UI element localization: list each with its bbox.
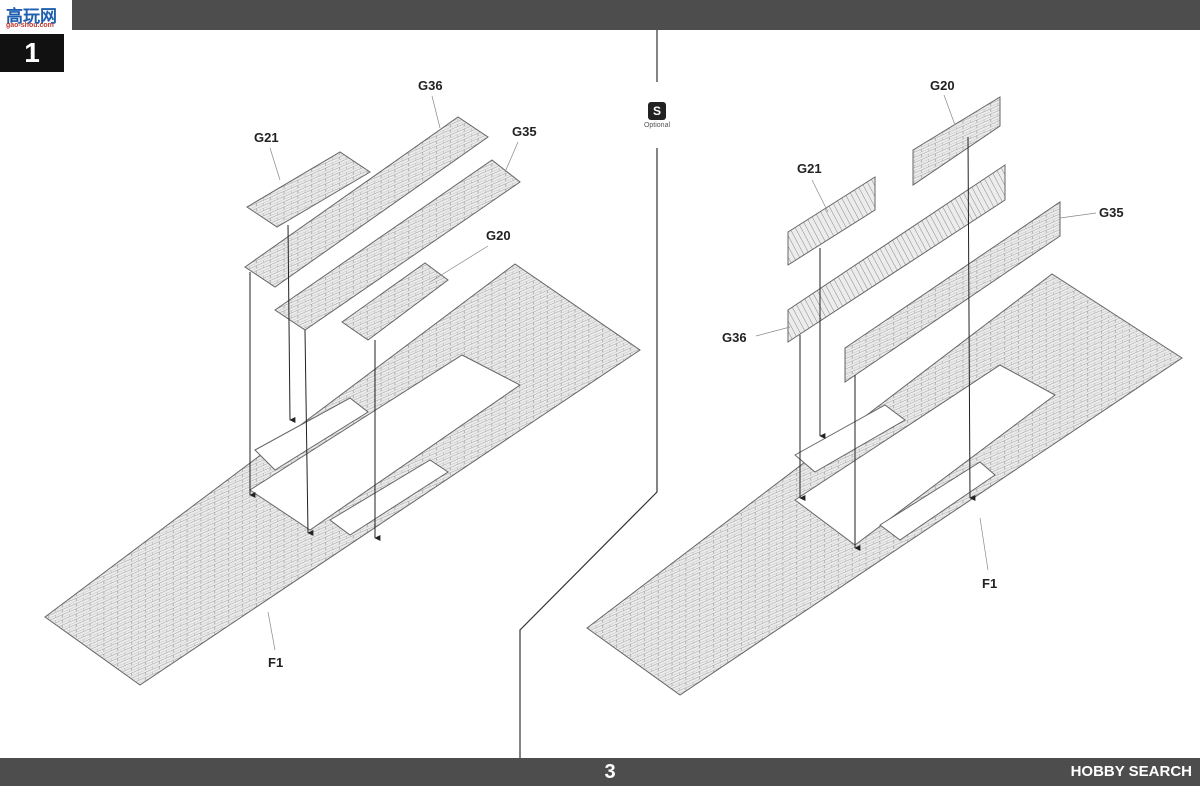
left-label-g21: G21 [254,130,279,145]
right-part-g36 [787,164,1006,343]
left-leader-g36 [431,95,441,129]
right-label-g20: G20 [930,78,955,93]
logo-url: gao-shou.com [6,22,54,29]
right-label-g35: G35 [1099,205,1124,220]
right-leader-g21 [811,179,829,213]
left-label-g35: G35 [512,124,537,139]
hobby-search-watermark: HOBBY SEARCH [1070,763,1192,780]
right-leader-f1 [979,517,989,571]
left-deck-opening-small [254,397,369,471]
right-arrow-g20 [967,136,976,501]
step-number-badge: 1 [0,34,64,72]
right-part-g20 [912,96,1001,186]
left-leader-g21 [269,147,281,181]
left-label-f1: F1 [268,655,283,670]
right-deck-opening-small-2 [879,461,996,541]
right-leader-g35 [1059,212,1097,219]
left-part-g36 [244,116,489,288]
top-bar [0,0,1200,30]
site-logo: 高玩网 gao-shou.com [0,0,72,34]
left-leader-f1 [267,611,276,651]
bottom-bar [0,758,1200,786]
left-arrow-g21 [287,224,296,423]
page-number: 3 [604,761,616,783]
right-part-g21 [787,176,876,266]
panel-divider [519,30,658,758]
left-arrow-g35 [304,329,314,536]
right-label-g21: G21 [797,161,822,176]
left-part-g21 [246,151,371,228]
optional-label: Optional [643,122,671,129]
left-label-g20: G20 [486,228,511,243]
left-leader-g20 [429,245,489,283]
right-panel: G20 G21 G35 G36 F1 [586,78,1183,696]
left-deck-opening-small-2 [329,459,449,536]
right-label-f1: F1 [982,576,997,591]
left-leader-g35 [504,141,519,173]
right-deck-opening-large [794,364,1056,546]
right-part-g35 [844,201,1061,383]
right-leader-g20 [943,94,956,126]
right-label-g36: G36 [722,330,747,345]
left-deck-opening-large [249,354,521,531]
logo-text: 高玩网 [6,7,57,26]
left-part-g20 [341,262,449,341]
left-part-g35 [274,159,521,331]
left-panel: G21 G36 G35 G20 F1 [44,78,641,686]
optional-icon: S [648,102,666,120]
right-leader-g36 [755,326,791,337]
left-label-g36: G36 [418,78,443,93]
